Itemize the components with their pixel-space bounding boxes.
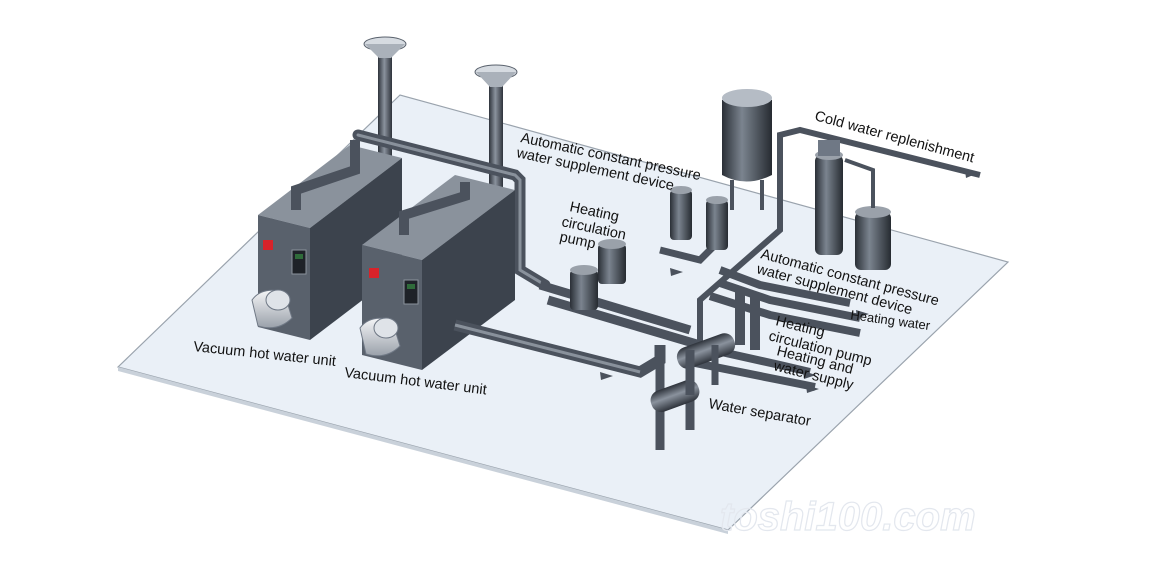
pressure-device-pumps bbox=[659, 186, 728, 264]
floor-slab-edge bbox=[118, 367, 728, 534]
softener-tank-short bbox=[844, 158, 891, 270]
softener-tank-tall bbox=[815, 140, 843, 255]
status-indicator-1 bbox=[263, 240, 273, 250]
vacuum-unit-2 bbox=[359, 175, 515, 370]
expansion-tank bbox=[722, 89, 772, 210]
burner-2 bbox=[359, 317, 401, 357]
label-circ-pump-left-3: pump bbox=[558, 229, 597, 252]
unit-2-riser bbox=[399, 182, 470, 235]
watermark: toshi100.com bbox=[720, 495, 976, 539]
flow-arrow-icon bbox=[600, 170, 978, 393]
chimney-1 bbox=[363, 36, 407, 158]
burner-1 bbox=[251, 289, 293, 329]
chimney-2 bbox=[474, 64, 518, 188]
control-panel-1 bbox=[291, 249, 307, 275]
cold-water-pipe bbox=[697, 126, 981, 345]
pump-left-a bbox=[570, 265, 598, 310]
unit-1-riser bbox=[291, 140, 360, 210]
status-indicator-2 bbox=[369, 268, 379, 278]
water-separator bbox=[650, 333, 736, 450]
pump-left-b bbox=[598, 239, 626, 284]
control-panel-2 bbox=[403, 279, 419, 305]
circulation-pump-group-left bbox=[538, 239, 702, 350]
